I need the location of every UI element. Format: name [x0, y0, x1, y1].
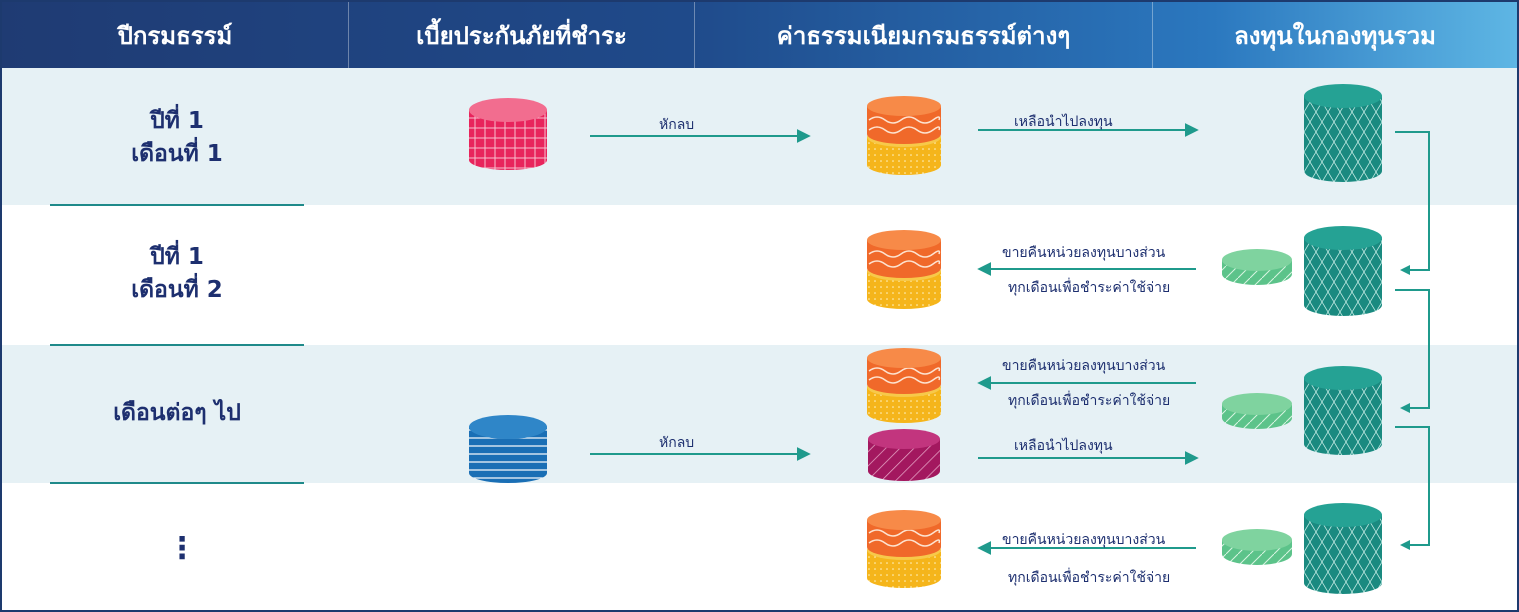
label-sell-units: ขายคืนหน่วยลงทุนบางส่วน [1002, 245, 1166, 261]
row-separator [50, 204, 304, 206]
label-sell-units-purpose: ทุกเดือนเพื่อชำระค่าใช้จ่าย [1008, 570, 1171, 586]
green-disc-icon [1222, 249, 1292, 285]
label-sell-units-purpose: ทุกเดือนเพื่อชำระค่าใช้จ่าย [1008, 393, 1171, 409]
label-deduct: หักลบ [659, 435, 695, 451]
row-label-following-months: เดือนต่อๆ ไป [2, 397, 352, 430]
row-separator [50, 482, 304, 484]
orange-yellow-stack-icon [867, 348, 941, 423]
blue-striped-drum-icon [469, 415, 547, 483]
pink-striped-drum-icon [469, 98, 547, 170]
label-deduct: หักลบ [659, 117, 695, 133]
orange-yellow-stack-icon [867, 96, 941, 175]
row-label-year1-month2: ปีที่ 1 เดือนที่ 2 [2, 241, 352, 307]
purple-drum-icon [868, 429, 940, 481]
row-label-line: ปีที่ 1 [150, 108, 204, 134]
teal-triangle-drum-icon [1304, 84, 1382, 182]
header-premium-paid: เบี้ยประกันภัยที่ชำระ [349, 2, 695, 68]
row-label-line: ปีที่ 1 [150, 244, 204, 270]
header-policy-fees: ค่าธรรมเนียมกรมธรรม์ต่างๆ [695, 2, 1153, 68]
green-disc-icon [1222, 529, 1292, 565]
label-invest-remaining: เหลือนำไปลงทุน [1014, 438, 1113, 454]
orange-yellow-stack-icon [867, 510, 941, 588]
label-sell-units: ขายคืนหน่วยลงทุนบางส่วน [1002, 532, 1166, 548]
teal-triangle-drum-icon [1304, 226, 1382, 316]
row-label-line: เดือนต่อๆ ไป [113, 400, 241, 426]
row-label-year1-month1: ปีที่ 1 เดือนที่ 1 [2, 105, 352, 171]
teal-triangle-drum-icon [1304, 503, 1382, 594]
header-policy-year: ปีกรมธรรม์ [2, 2, 349, 68]
label-sell-units-purpose: ทุกเดือนเพื่อชำระค่าใช้จ่าย [1008, 280, 1171, 296]
row-label-line: เดือนที่ 1 [131, 141, 223, 167]
row-label-line: เดือนที่ 2 [131, 277, 223, 303]
header-bar: ปีกรมธรรม์ เบี้ยประกันภัยที่ชำระ ค่าธรรม… [2, 2, 1517, 68]
label-sell-units: ขายคืนหน่วยลงทุนบางส่วน [1002, 358, 1166, 374]
connector-row1-to-row2 [1395, 131, 1430, 275]
teal-triangle-drum-icon [1304, 366, 1382, 455]
green-disc-icon [1222, 393, 1292, 429]
header-invest-fund: ลงทุนในกองทุนรวม [1234, 21, 1436, 50]
connector-row3-to-row4 [1395, 426, 1430, 550]
orange-yellow-stack-icon [867, 230, 941, 309]
label-invest-remaining: เหลือนำไปลงทุน [1014, 114, 1113, 130]
row-separator [50, 344, 304, 346]
connector-row2-to-row3 [1395, 289, 1430, 413]
